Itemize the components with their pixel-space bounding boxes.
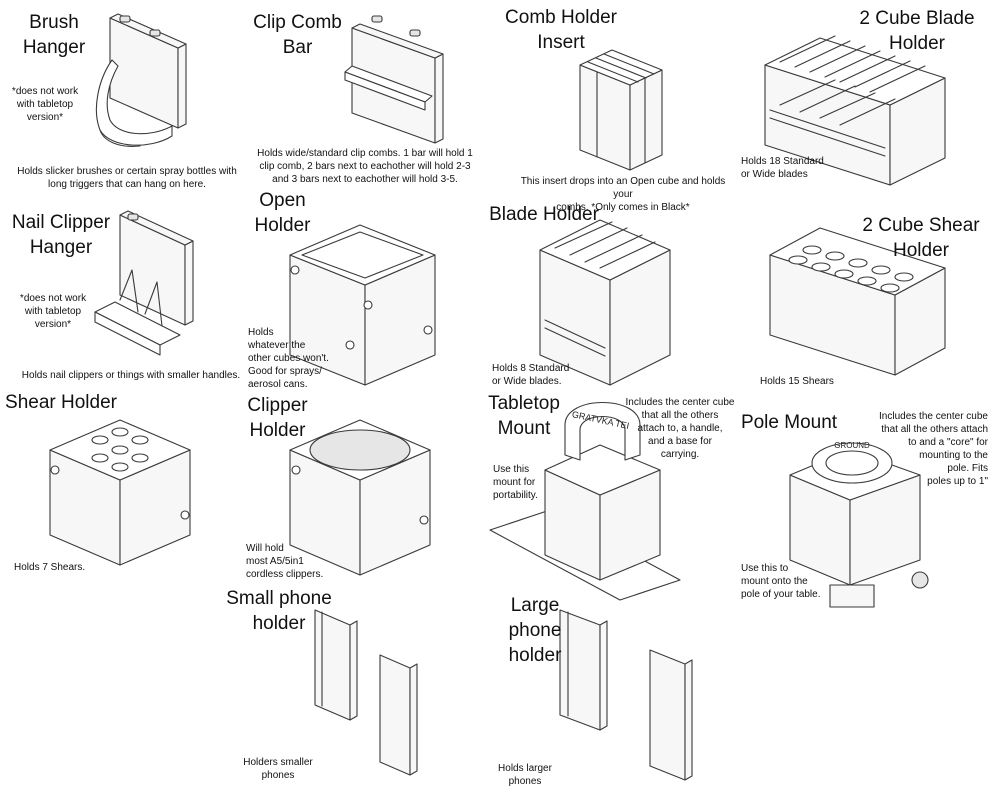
note-clipper-holder: Will hold most A5/5in1 cordless clippers… — [246, 543, 324, 580]
title-2-cube-shear-holder: 2 Cube Shear Holder — [862, 215, 980, 261]
nail-clipper-hanger-drawing — [95, 211, 193, 355]
2-cube-blade-holder-drawing — [765, 36, 945, 185]
open-holder-drawing — [290, 225, 435, 385]
note-nail-clipper-warning: *does not work with tabletop version* — [19, 293, 87, 330]
note-brush-hanger-warning: *does not work with tabletop version* — [11, 86, 79, 123]
title-large-phone-holder: Large phone holder — [508, 595, 562, 666]
tabletop-mount-drawing: GRATVKA TEI — [490, 403, 680, 601]
title-clip-comb-bar: Clip Comb Bar — [253, 12, 342, 58]
note-pole-mount-includes: Includes the center cube that all the ot… — [879, 411, 988, 487]
title-blade-holder: Blade Holder — [489, 204, 599, 225]
note-large-phone-holder: Holds larger phones — [498, 763, 552, 787]
large-phone-holder-drawing — [560, 610, 692, 780]
note-tabletop-includes: Includes the center cube that all the ot… — [625, 397, 735, 460]
title-clipper-holder: Clipper Holder — [247, 395, 308, 441]
note-brush-hanger-use: Holds slicker brushes or certain spray b… — [17, 166, 237, 190]
clipper-holder-drawing — [290, 420, 430, 575]
title-open-holder: Open Holder — [254, 190, 311, 236]
brush-hanger-drawing — [96, 14, 186, 146]
note-pole-mount-use: Use this to mount onto the pole of your … — [741, 563, 821, 600]
title-pole-mount: Pole Mount — [740, 412, 838, 433]
note-2-cube-blade-holder: Holds 18 Standard or Wide blades — [741, 156, 824, 180]
pole-mount-engraving: GROUND — [834, 441, 870, 450]
title-2-cube-blade-holder: 2 Cube Blade Holder — [859, 8, 975, 54]
2-cube-shear-holder-drawing — [770, 228, 945, 375]
note-2-cube-shear-holder: Holds 15 Shears — [760, 376, 834, 387]
shear-holder-drawing — [50, 420, 190, 565]
clip-comb-bar-drawing — [345, 16, 443, 143]
note-comb-holder-insert: This insert drops into an Open cube and … — [520, 176, 726, 213]
title-nail-clipper-hanger: Nail Clipper Hanger — [11, 212, 111, 258]
title-tabletop-mount: Tabletop Mount — [488, 393, 560, 439]
note-nail-clipper-use: Holds nail clippers or things with small… — [21, 370, 241, 381]
note-blade-holder: Holds 8 Standard or Wide blades. — [492, 363, 570, 387]
pole-mount-drawing: GROUND — [790, 441, 928, 607]
note-clip-comb-bar: Holds wide/standard clip combs. 1 bar wi… — [257, 148, 473, 185]
title-brush-hanger: Brush Hanger — [22, 12, 86, 58]
small-phone-holder-drawing — [315, 610, 417, 775]
note-shear-holder: Holds 7 Shears. — [14, 562, 86, 573]
title-small-phone-holder: Small phone holder — [226, 588, 332, 634]
blade-holder-drawing — [540, 220, 670, 385]
comb-holder-insert-drawing — [580, 50, 662, 170]
title-comb-holder-insert: Comb Holder Insert — [505, 7, 617, 53]
note-open-holder: Holds whatever the other cubes won't. Go… — [248, 327, 329, 390]
note-tabletop-portability: Use this mount for portability. — [493, 464, 538, 501]
title-shear-holder: Shear Holder — [5, 392, 117, 413]
note-small-phone-holder: Holders smaller phones — [243, 757, 313, 781]
